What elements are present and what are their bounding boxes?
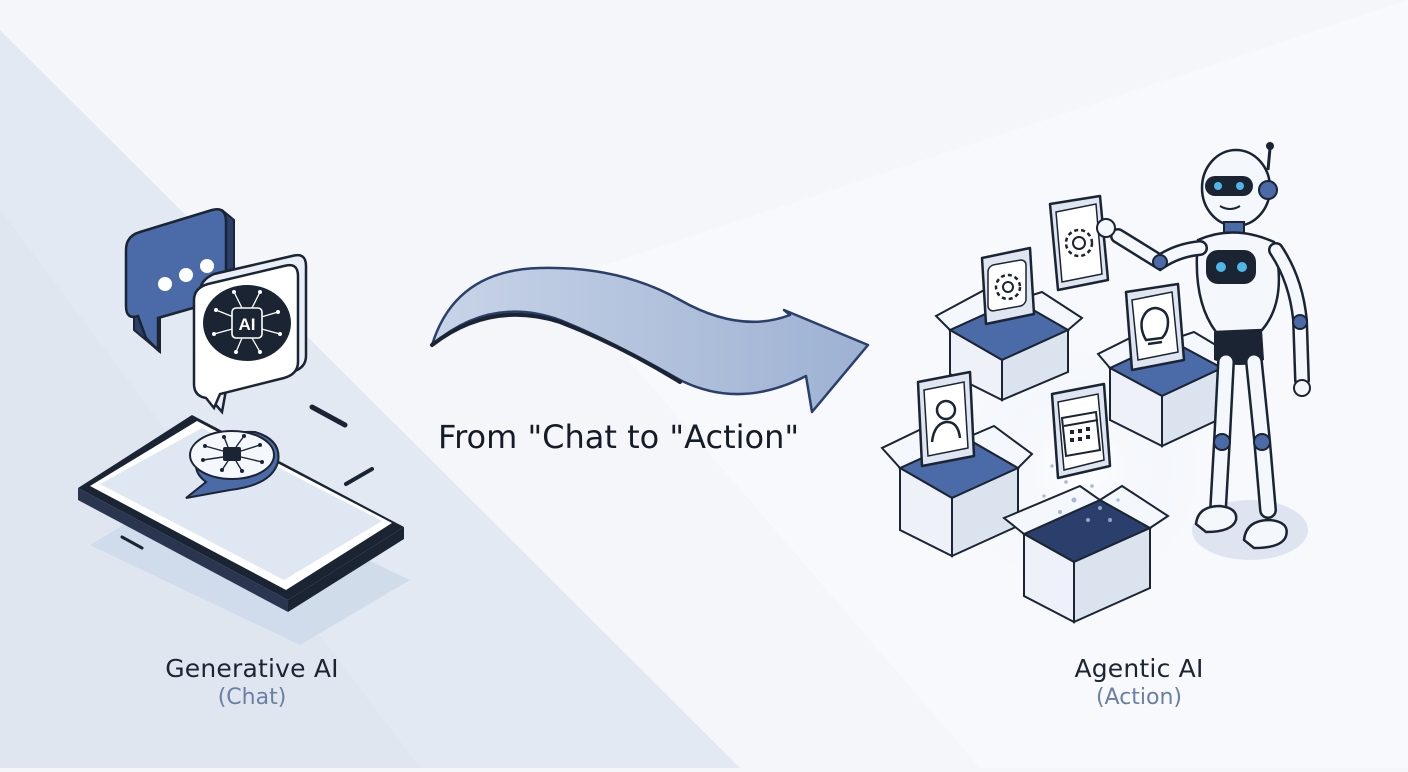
agentic-ai-subtitle: (Action) <box>1095 685 1183 710</box>
ai-badge-bubble: AI <box>192 253 308 415</box>
generative-ai-label: Generative AI (Chat) <box>102 654 402 710</box>
lightbulb-icon <box>1124 282 1186 372</box>
generative-ai-subtitle: (Chat) <box>217 685 287 710</box>
transition-arrow <box>430 266 870 414</box>
calendar-icon <box>1050 382 1112 480</box>
ai-badge-text: AI <box>239 315 256 334</box>
phone-illustration <box>78 404 410 645</box>
agentic-ai-label: Agentic AI (Action) <box>989 654 1289 710</box>
agentic-ai-title: Agentic AI <box>1074 654 1204 683</box>
gear-icon <box>980 246 1036 326</box>
generative-ai-title: Generative AI <box>165 654 339 683</box>
ai-chip-icon <box>185 430 280 499</box>
euro-gear-icon <box>1048 194 1110 292</box>
box-open-center <box>1002 450 1170 624</box>
chat-dots-icon <box>124 208 235 355</box>
robot-illustration <box>1096 142 1311 560</box>
transition-caption: From "Chat to "Action" <box>438 418 800 456</box>
person-icon <box>916 370 976 468</box>
